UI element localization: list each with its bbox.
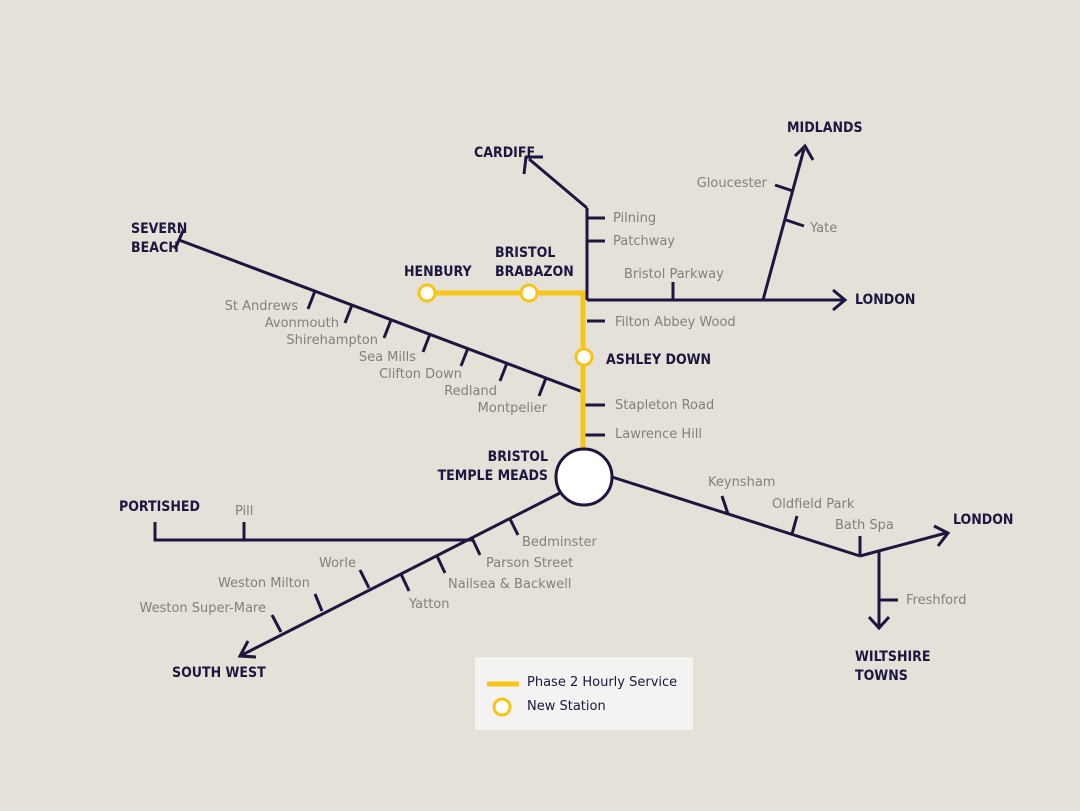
tick-weston-super-mare (270, 614, 283, 633)
dest-london-east: LONDON (953, 512, 1013, 528)
stn-weston-super-mare: Weston Super-Mare (140, 601, 266, 616)
phase-2-service (417, 283, 594, 449)
tick-redland (498, 362, 509, 382)
stn-stapleton-road: Stapleton Road (615, 398, 714, 413)
tick-parson-street (470, 537, 482, 556)
stn-montpelier: Montpelier (478, 401, 548, 416)
tick-shirehampton (382, 319, 393, 339)
stn-pill: Pill (235, 504, 253, 519)
dest-wiltshire-towns-2: TOWNS (855, 668, 908, 684)
stn-filton-abbey-wood: Filton Abbey Wood (615, 315, 736, 330)
stn-keynsham: Keynsham (708, 475, 775, 490)
tick-yate (785, 218, 805, 228)
stn-st-andrews: St Andrews (225, 299, 299, 314)
bath-line (611, 475, 861, 558)
legend-station-label: New Station (527, 699, 606, 714)
london-east-line (859, 531, 947, 558)
tick-keynsham (720, 495, 730, 515)
stn-parson-street: Parson Street (486, 556, 573, 571)
london-north-arrow (832, 288, 848, 312)
new-station-ashley-down[interactable] (574, 347, 594, 367)
stn-lawrence-hill: Lawrence Hill (615, 427, 702, 442)
south-west-arrow (237, 640, 257, 659)
dest-severn-beach-1: SEVERN (131, 221, 187, 237)
stn-bristol-parkway: Bristol Parkway (624, 267, 724, 282)
stn-shirehampton: Shirehampton (286, 333, 378, 348)
tick-yatton (399, 573, 411, 592)
dest-bristol-brabazon-2: BRABAZON (495, 264, 574, 280)
stn-nailsea-backwell: Nailsea & Backwell (448, 577, 571, 592)
new-station-henbury[interactable] (417, 283, 437, 303)
dest-henbury: HENBURY (404, 264, 472, 280)
stn-bath-spa: Bath Spa (835, 518, 894, 533)
dest-south-west: SOUTH WEST (172, 665, 266, 681)
map-legend: Phase 2 Hourly Service New Station (475, 657, 693, 730)
hub-bristol-temple-meads[interactable] (554, 447, 614, 507)
stn-pilning: Pilning (613, 211, 656, 226)
phase-2-line (427, 290, 586, 449)
stn-yate: Yate (809, 221, 837, 236)
destination-labels: CARDIFF MIDLANDS SEVERN BEACH HENBURY BR… (119, 120, 1013, 684)
tick-sea-mills (421, 333, 432, 353)
dest-temple-meads-2: TEMPLE MEADS (438, 468, 548, 484)
stn-oldfield-park: Oldfield Park (772, 497, 855, 512)
stn-sea-mills: Sea Mills (359, 350, 416, 365)
tick-clifton-down (459, 347, 470, 367)
stn-avonmouth: Avonmouth (265, 316, 339, 331)
legend-service-label: Phase 2 Hourly Service (527, 675, 678, 690)
dest-midlands: MIDLANDS (787, 120, 863, 136)
tick-montpelier (537, 377, 548, 397)
station-labels: Gloucester Yate Pilning Patchway Bristol… (140, 176, 967, 616)
tick-st-andrews (306, 290, 317, 310)
portished-line (153, 522, 474, 542)
stn-worle: Worle (319, 556, 356, 571)
tick-bedminster (508, 518, 520, 536)
stn-yatton: Yatton (408, 597, 450, 612)
dest-portished: PORTISHED (119, 499, 200, 515)
dest-bristol-brabazon-1: BRISTOL (495, 245, 555, 261)
stn-redland: Redland (444, 384, 497, 399)
tick-nailsea-backwell (435, 555, 447, 574)
dest-ashley-down: ASHLEY DOWN (606, 352, 711, 368)
tick-worle (358, 569, 371, 589)
stn-clifton-down: Clifton Down (379, 367, 462, 382)
stn-freshford: Freshford (906, 593, 967, 608)
dest-severn-beach-2: BEACH (131, 240, 179, 256)
tick-gloucester (774, 183, 794, 193)
midlands-arrow (793, 143, 815, 161)
stn-weston-milton: Weston Milton (218, 576, 310, 591)
tick-oldfield-park (790, 515, 799, 535)
wiltshire-arrow (867, 615, 891, 631)
rail-tracks (153, 143, 951, 659)
stn-gloucester: Gloucester (697, 176, 768, 191)
tick-avonmouth (343, 304, 354, 324)
severn-beach-buffer (173, 230, 185, 250)
london-east-arrow (933, 524, 951, 547)
station-ticks (242, 183, 898, 633)
dest-cardiff: CARDIFF (474, 145, 535, 161)
legend-station-swatch (492, 697, 512, 717)
dest-temple-meads-1: BRISTOL (488, 449, 548, 465)
midlands-line (761, 148, 806, 301)
cardiff-line (528, 157, 588, 210)
stn-patchway: Patchway (613, 234, 675, 249)
dest-london-north: LONDON (855, 292, 915, 308)
new-station-bristol-brabazon[interactable] (519, 283, 539, 303)
tick-weston-milton (313, 593, 324, 612)
legend-line-swatch (487, 681, 519, 687)
cardiff-arrow (522, 155, 543, 175)
stn-bedminster: Bedminster (522, 535, 598, 550)
dest-wiltshire-towns-1: WILTSHIRE (855, 649, 930, 665)
severn-beach-line (178, 238, 584, 394)
